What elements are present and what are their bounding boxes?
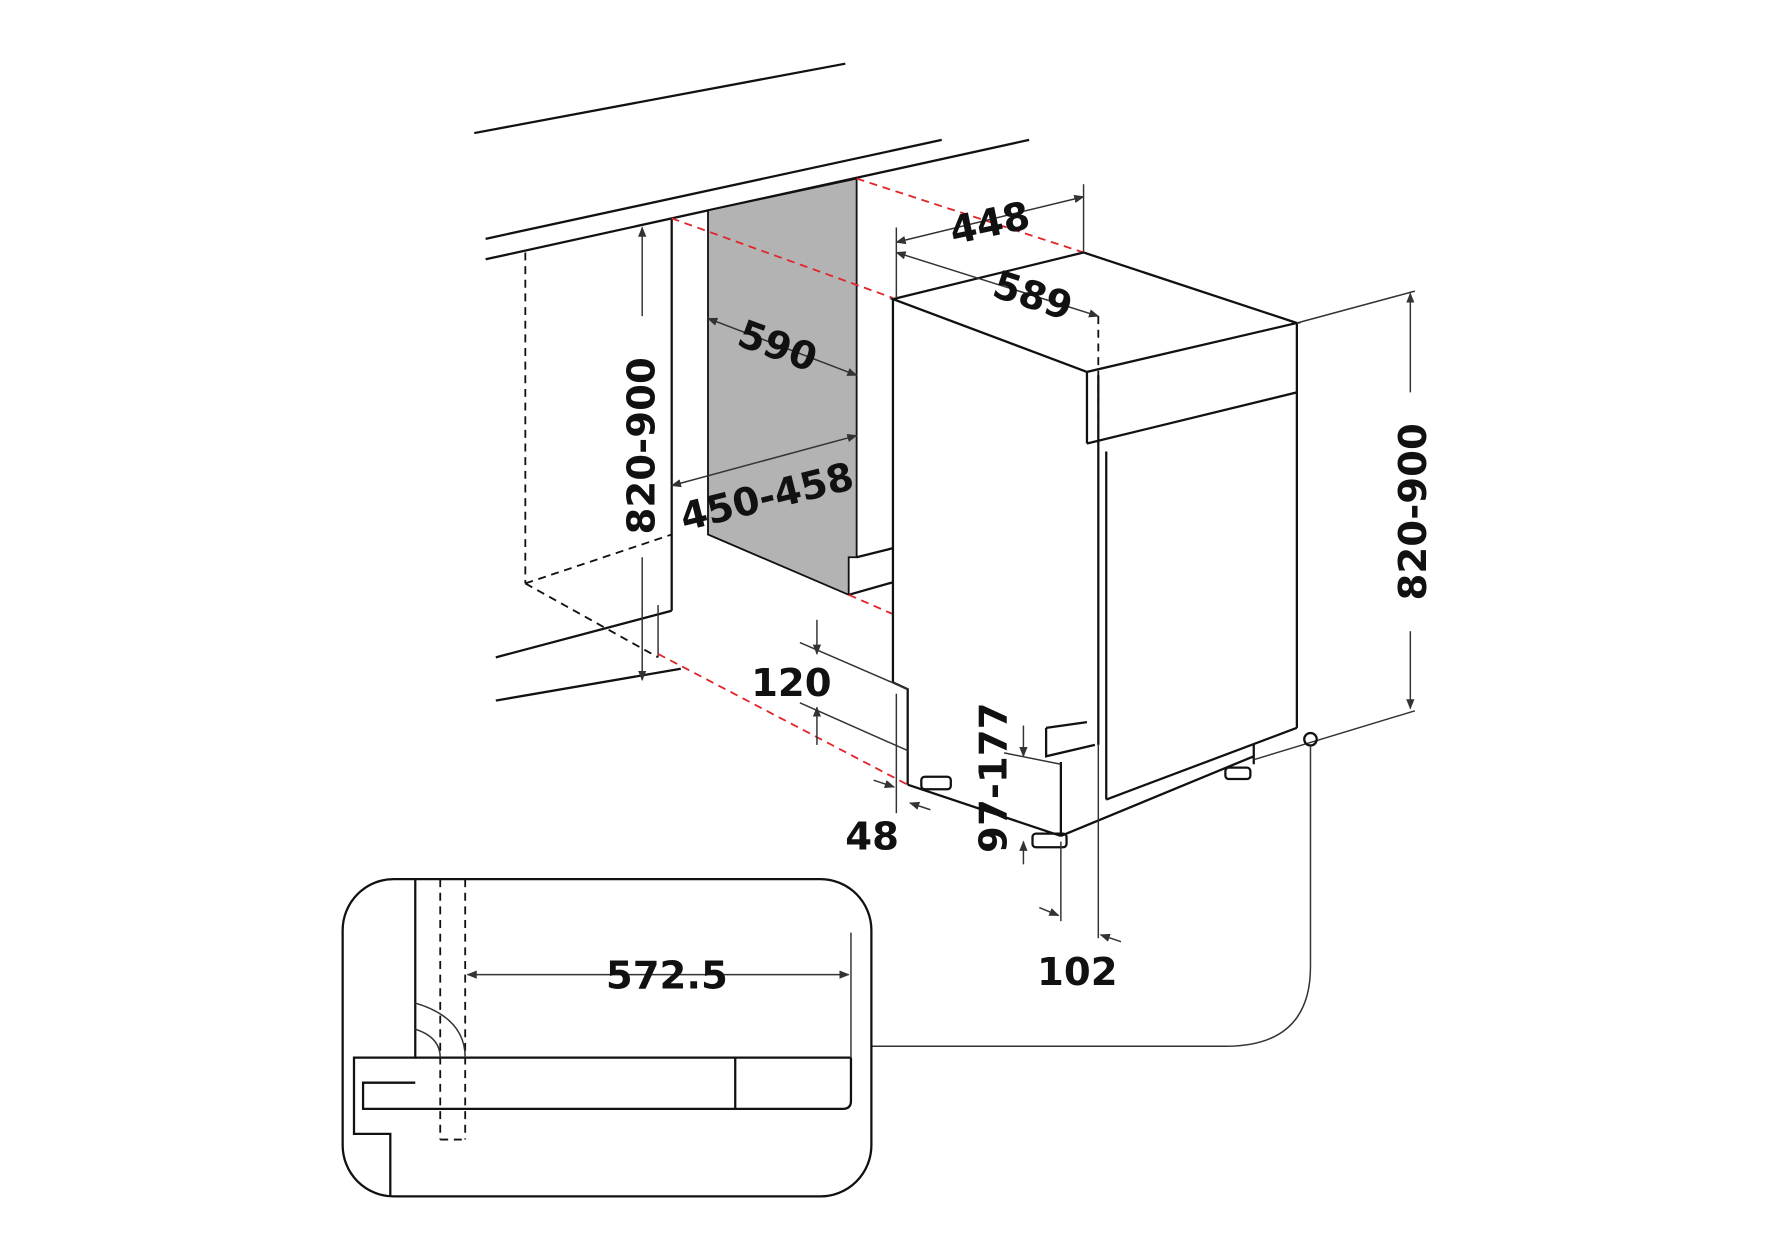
appliance-height-label: 820-900 [1391, 423, 1436, 600]
appliance-width-label: 448 [946, 193, 1034, 254]
plinth-height-label: 120 [751, 661, 831, 706]
inset-depth-label: 572.5 [606, 953, 728, 998]
foot-range-label: 97-177 [971, 702, 1016, 853]
foot-front-right [920, 775, 952, 791]
niche-height-label: 820-900 [620, 357, 665, 534]
dishwasher [889, 251, 1302, 849]
inset-detail: 572.5 [341, 877, 873, 1198]
dimension-lines [638, 184, 1416, 943]
detail-connector [871, 731, 1318, 1048]
niche-back-panel [707, 177, 894, 597]
plinth-offset-label: 48 [845, 815, 899, 860]
door-offset-label: 102 [1037, 950, 1117, 995]
foot-rear [1224, 766, 1252, 781]
alignment-guides [657, 177, 1084, 786]
foot-front-left [1031, 832, 1068, 849]
adjacent-cabinet [495, 218, 681, 702]
